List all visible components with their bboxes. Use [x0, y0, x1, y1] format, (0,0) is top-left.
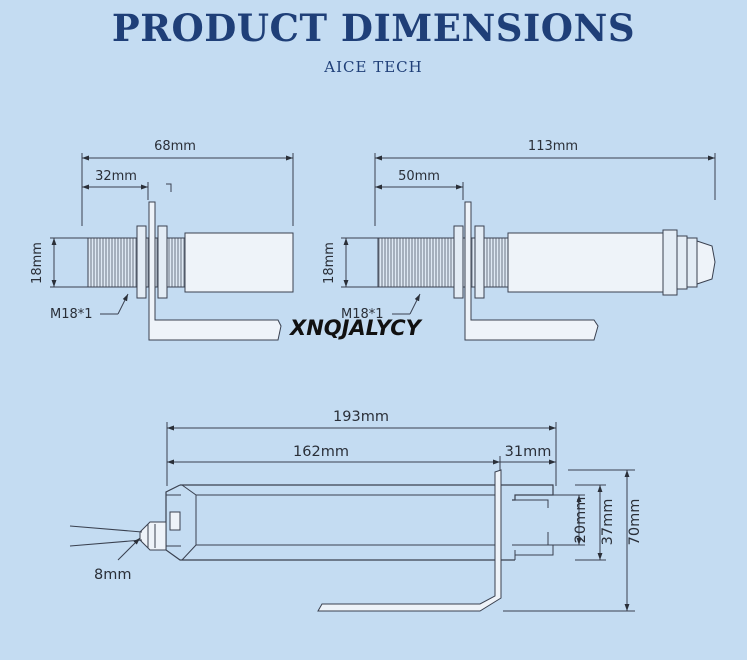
- top-view-drawing: [69, 422, 635, 612]
- cable-connector: [139, 521, 167, 551]
- top-view-bracket: [317, 469, 502, 612]
- page-subtitle: AICE TECH: [324, 58, 423, 76]
- leader-line: [117, 537, 141, 561]
- label-m18-thread: M18*1: [50, 307, 93, 322]
- cable-gland-ring: [686, 237, 698, 288]
- watermark-text: XNQJALYCY: [288, 316, 423, 340]
- label-18mm: 18mm: [322, 242, 337, 284]
- page-title: PRODUCT DIMENSIONS: [111, 6, 636, 50]
- sensor-body: [507, 232, 664, 293]
- thread-section: [377, 237, 509, 288]
- nut: [157, 225, 168, 299]
- end-notch: [515, 499, 549, 545]
- cable-gland-nut: [662, 229, 678, 296]
- leader-line: [409, 293, 421, 315]
- body-inner-step: [166, 494, 181, 547]
- body-inner-bevel: [181, 484, 197, 561]
- label-68mm: 68mm: [154, 139, 196, 154]
- short-sensor-labels: 68mm 32mm 18mm M18*1: [30, 139, 196, 322]
- top-view-labels: 193mm 162mm 31mm 20mm 37mm 70mm 8mm: [94, 409, 643, 583]
- body-outline-top: [180, 484, 554, 501]
- label-32mm: 32mm: [95, 169, 137, 184]
- mounting-bracket: [148, 201, 282, 341]
- label-20mm: 20mm: [573, 497, 589, 544]
- leader-line: [117, 293, 129, 315]
- label-18mm: 18mm: [30, 242, 45, 284]
- label-193mm: 193mm: [333, 409, 389, 425]
- cable-gland-ring: [676, 235, 688, 290]
- nut: [136, 225, 147, 299]
- body-edge: [512, 544, 554, 556]
- mounting-bracket: [464, 201, 599, 341]
- label-m18-thread: M18*1: [341, 307, 384, 322]
- body-tab: [169, 511, 181, 531]
- corner-mark: [166, 183, 172, 192]
- nut: [474, 225, 485, 299]
- body-outline-left: [165, 484, 515, 561]
- label-113mm: 113mm: [528, 139, 578, 154]
- cable: [69, 525, 143, 547]
- sensor-body: [184, 232, 294, 293]
- label-70mm: 70mm: [627, 499, 643, 546]
- label-31mm: 31mm: [505, 444, 552, 460]
- nut: [453, 225, 464, 299]
- label-162mm: 162mm: [293, 444, 349, 460]
- long-sensor-drawing: [341, 153, 716, 341]
- cable-gland-cap: [696, 240, 716, 285]
- long-sensor-labels: 113mm 50mm 18mm M18*1: [322, 139, 578, 322]
- short-sensor-drawing: [50, 153, 294, 341]
- label-8mm: 8mm: [94, 567, 131, 583]
- label-50mm: 50mm: [398, 169, 440, 184]
- label-37mm: 37mm: [600, 499, 616, 546]
